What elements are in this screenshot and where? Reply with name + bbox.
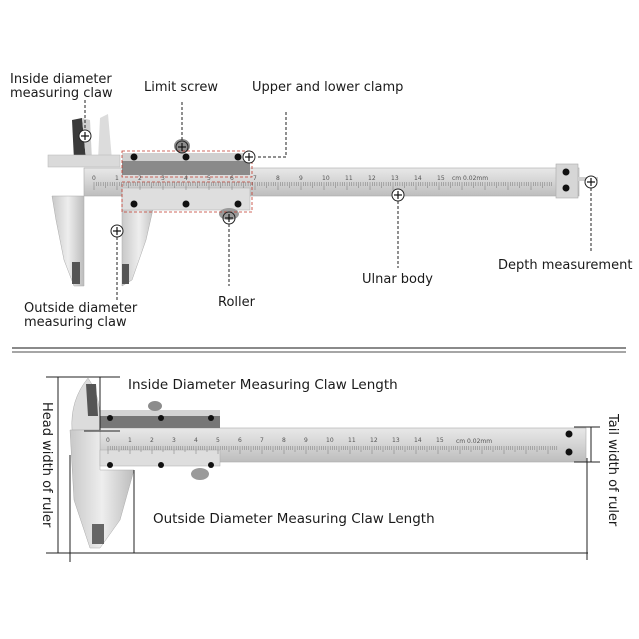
plus-glyphs	[81, 132, 595, 235]
label-head-width: Head width of ruler	[39, 402, 54, 528]
scale-number: 3	[172, 437, 176, 444]
bottom-limit-screw	[148, 401, 162, 411]
scale-number: 9	[304, 437, 308, 444]
scale-number: 2	[138, 175, 142, 182]
top-callouts	[78, 100, 598, 300]
scale-number: 15	[437, 175, 445, 182]
label-tail-width: Tail width of ruler	[605, 414, 620, 527]
label-outside-claw-line2: measuring claw	[24, 315, 127, 330]
scale-number: 13	[391, 175, 399, 182]
bottom-unit-label: cm 0.02mm	[456, 438, 492, 445]
bottom-roller	[191, 468, 209, 480]
label-inside-claw: Inside diameter measuring claw	[10, 73, 113, 101]
label-outside-claw-line1: Outside diameter	[24, 301, 138, 316]
scale-number: 7	[260, 437, 264, 444]
label-outside-length: Outside Diameter Measuring Claw Length	[153, 511, 435, 527]
top-unit-label: cm 0.02mm	[452, 175, 488, 182]
scale-number: 4	[194, 437, 198, 444]
top-inside-claw-fixed	[72, 118, 86, 160]
scale-number: 14	[414, 437, 422, 444]
scale-number: 5	[207, 175, 211, 182]
scale-number: 9	[299, 175, 303, 182]
scale-number: 6	[238, 437, 242, 444]
dimension-lines	[46, 376, 600, 562]
label-clamp: Upper and lower clamp	[252, 80, 404, 95]
scale-number: 8	[282, 437, 286, 444]
label-outside-claw: Outside diameter measuring claw	[24, 302, 137, 330]
scale-number: 5	[216, 437, 220, 444]
label-depth: Depth measurement	[498, 258, 633, 273]
bottom-slider-upper	[100, 414, 220, 428]
scale-number: 1	[128, 437, 132, 444]
scale-number: 4	[184, 175, 188, 182]
marker-limit-screw	[175, 140, 189, 154]
bottom-scale-ticks	[107, 446, 558, 454]
label-limit-screw: Limit screw	[144, 80, 218, 95]
clamp-highlight-lower	[121, 181, 253, 213]
scale-number: 12	[368, 175, 376, 182]
scale-number: 0	[106, 437, 110, 444]
scale-number: 7	[253, 175, 257, 182]
top-scale-ticks	[93, 182, 552, 190]
scale-number: 12	[370, 437, 378, 444]
label-roller: Roller	[218, 295, 255, 310]
scale-number: 1	[115, 175, 119, 182]
scale-number: 11	[345, 175, 353, 182]
scale-number: 2	[150, 437, 154, 444]
scale-number: 11	[348, 437, 356, 444]
scale-number: 3	[161, 175, 165, 182]
scale-number: 6	[230, 175, 234, 182]
scale-number: 15	[436, 437, 444, 444]
label-ulnar-body: Ulnar body	[362, 272, 433, 287]
scale-number: 13	[392, 437, 400, 444]
top-inside-claw-moving	[98, 114, 112, 160]
scale-number: 8	[276, 175, 280, 182]
scale-number: 14	[414, 175, 422, 182]
scale-number: 10	[322, 175, 330, 182]
label-inside-claw-line1: Inside diameter	[10, 72, 112, 87]
label-inside-claw-line2: measuring claw	[10, 86, 113, 101]
scale-number: 10	[326, 437, 334, 444]
label-inside-length: Inside Diameter Measuring Claw Length	[128, 377, 398, 393]
bottom-outside-claw-fixed	[69, 429, 135, 549]
scale-number: 0	[92, 175, 96, 182]
